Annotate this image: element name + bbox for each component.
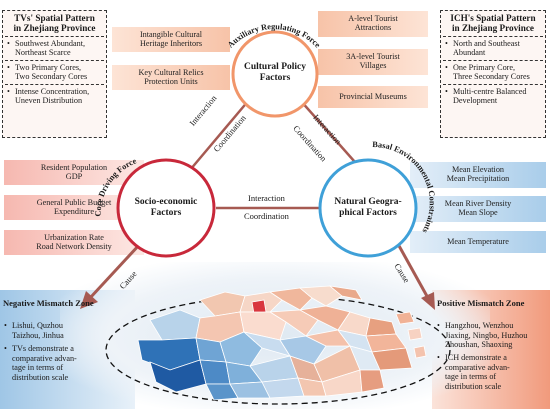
tvs-box-divider: [5, 36, 104, 37]
map-region: [359, 369, 385, 393]
cause-arrow-right-shaft: [396, 243, 430, 299]
map-region: [328, 285, 363, 301]
map-region: [239, 311, 287, 341]
coordination-label-bottom: Coordination: [244, 211, 289, 221]
map-region: [407, 327, 423, 341]
cultural-left-label-bg-2: [112, 65, 230, 90]
tvs-box-title: TVs' Spatial Pattern in Zhejiang Provinc…: [13, 13, 96, 33]
cultural-right-label-bg-2: [318, 49, 428, 75]
tvs-item: •Southwest Abundant,Northeast Scarce: [7, 39, 86, 57]
ich-box-divider: [443, 36, 543, 37]
socio-circle: [116, 158, 216, 258]
tvs-pattern-box: TVs' Spatial Pattern in Zhejiang Provinc…: [2, 10, 107, 138]
cultural-right-label-bg-1: [318, 11, 428, 37]
map-region: [279, 335, 327, 365]
map-region: [371, 347, 413, 371]
cultural-left-label-bg-1: [112, 27, 230, 52]
ich-box-divider: [443, 60, 543, 61]
natural-label: Mean Temperature: [447, 237, 509, 246]
ich-pattern-box: ICH's Spatial Pattern in Zhejiang Provin…: [440, 10, 546, 138]
map-region: [413, 345, 427, 359]
map-dashed-ellipse: [105, 295, 451, 405]
map-region: [261, 377, 305, 399]
interaction-label-bottom: Interaction: [248, 193, 285, 203]
link-cultural-natural: [299, 99, 363, 171]
natural-circle: [318, 158, 418, 258]
socio-label-bg-1: [4, 160, 144, 185]
map-region: [268, 287, 313, 311]
natural-label-bg-2: [410, 196, 546, 222]
negative-zone-title: Negative Mismatch Zone: [3, 298, 94, 308]
map-region: [298, 285, 343, 307]
zhejiang-map: [137, 285, 427, 401]
cultural-right-label-bg-3: [318, 86, 428, 108]
tvs-box-divider: [5, 84, 104, 85]
ich-item: •One Primary Core,Three Secondary Cores: [445, 63, 530, 81]
positive-zone-title: Positive Mismatch Zone: [437, 298, 525, 308]
tvs-item: •Intense Concentration,Uneven Distributi…: [7, 87, 90, 105]
cause-arrow-left-head: [80, 291, 98, 309]
cultural-circle: [231, 30, 319, 118]
map-region: [219, 331, 263, 367]
map-region: [268, 309, 319, 337]
ich-box-divider: [443, 84, 543, 85]
cultural-right-label: Provincial Museums: [339, 92, 407, 101]
map-region: [365, 317, 397, 337]
cause-arrow-left-shaft: [88, 242, 142, 300]
natural-label-bg-3: [410, 231, 546, 253]
natural-title: Natural Geogra-phical Factors: [334, 197, 402, 218]
tvs-item: •Two Primary Cores,Two Secondary Cores: [7, 63, 88, 81]
map-region: [149, 309, 201, 341]
cause-arrow-right-head: [421, 292, 435, 310]
natural-label-bg-1: [410, 162, 546, 188]
link-cultural-socio: [189, 99, 250, 171]
ich-box-title: ICH's Spatial Pattern in Zhejiang Provin…: [450, 13, 536, 33]
tvs-box-divider: [5, 60, 104, 61]
socio-label-bg-3: [4, 230, 144, 255]
map-region: [395, 311, 415, 325]
